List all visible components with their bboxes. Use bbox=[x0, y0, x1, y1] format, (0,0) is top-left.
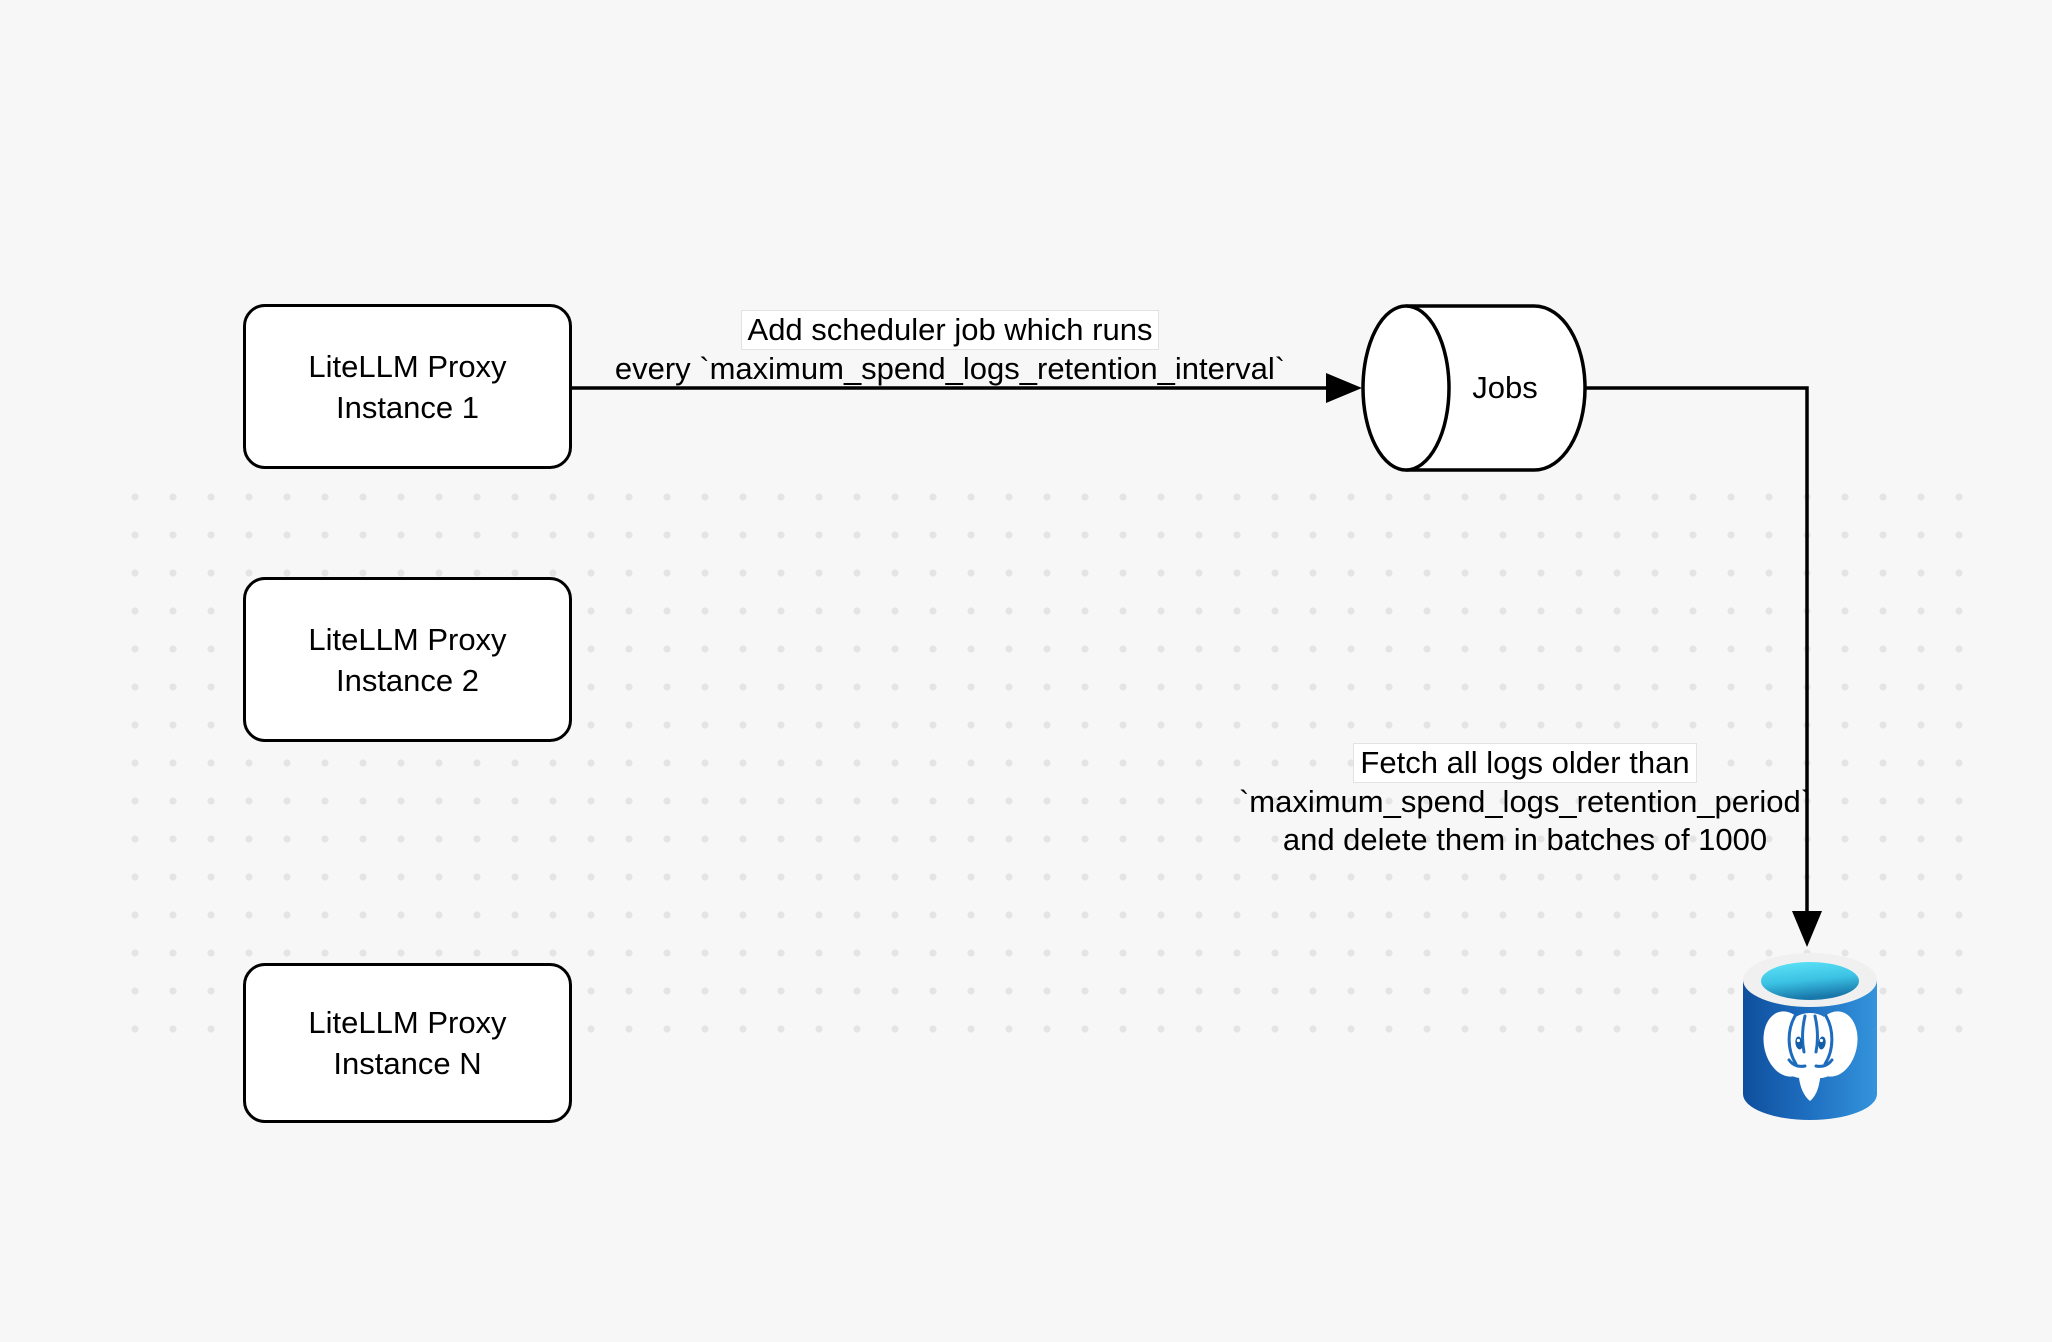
node-label-line: Instance 1 bbox=[335, 389, 480, 425]
arrow-schedule-job bbox=[572, 373, 1362, 403]
node-label-line: LiteLLM Proxy bbox=[308, 348, 507, 384]
node-label-line: Instance N bbox=[333, 1046, 482, 1081]
edge-label-line: every `maximum_spend_logs_retention_inte… bbox=[614, 351, 1286, 386]
node-litellm-proxy-instance-2: LiteLLM Proxy Instance 2 bbox=[243, 577, 572, 742]
node-label-line: Instance 2 bbox=[335, 662, 480, 698]
edge-label-fetch-delete: Fetch all logs older than `maximum_spend… bbox=[1220, 743, 1830, 859]
edge-label-schedule: Add scheduler job which runs every `maxi… bbox=[600, 310, 1300, 388]
edge-label-line: Add scheduler job which runs bbox=[740, 310, 1160, 350]
edge-label-line: Fetch all logs older than bbox=[1353, 743, 1697, 783]
jobs-queue-cylinder bbox=[1361, 304, 1587, 472]
edge-label-line: `maximum_spend_logs_retention_period` bbox=[1238, 784, 1812, 819]
node-label-line: LiteLLM Proxy bbox=[308, 621, 507, 657]
cylinder-top-opening bbox=[1761, 962, 1859, 1000]
arrow-fetch-delete bbox=[1585, 386, 1822, 947]
node-litellm-proxy-instance-n: LiteLLM Proxy Instance N bbox=[243, 963, 572, 1123]
edge-label-line: and delete them in batches of 1000 bbox=[1282, 822, 1768, 857]
node-label-line: LiteLLM Proxy bbox=[308, 1005, 507, 1040]
postgresql-database-icon bbox=[1743, 953, 1877, 1120]
node-litellm-proxy-instance-1: LiteLLM Proxy Instance 1 bbox=[243, 304, 572, 469]
postgres-elephant-icon bbox=[1763, 1011, 1858, 1101]
jobs-node-label: Jobs bbox=[1472, 370, 1538, 405]
